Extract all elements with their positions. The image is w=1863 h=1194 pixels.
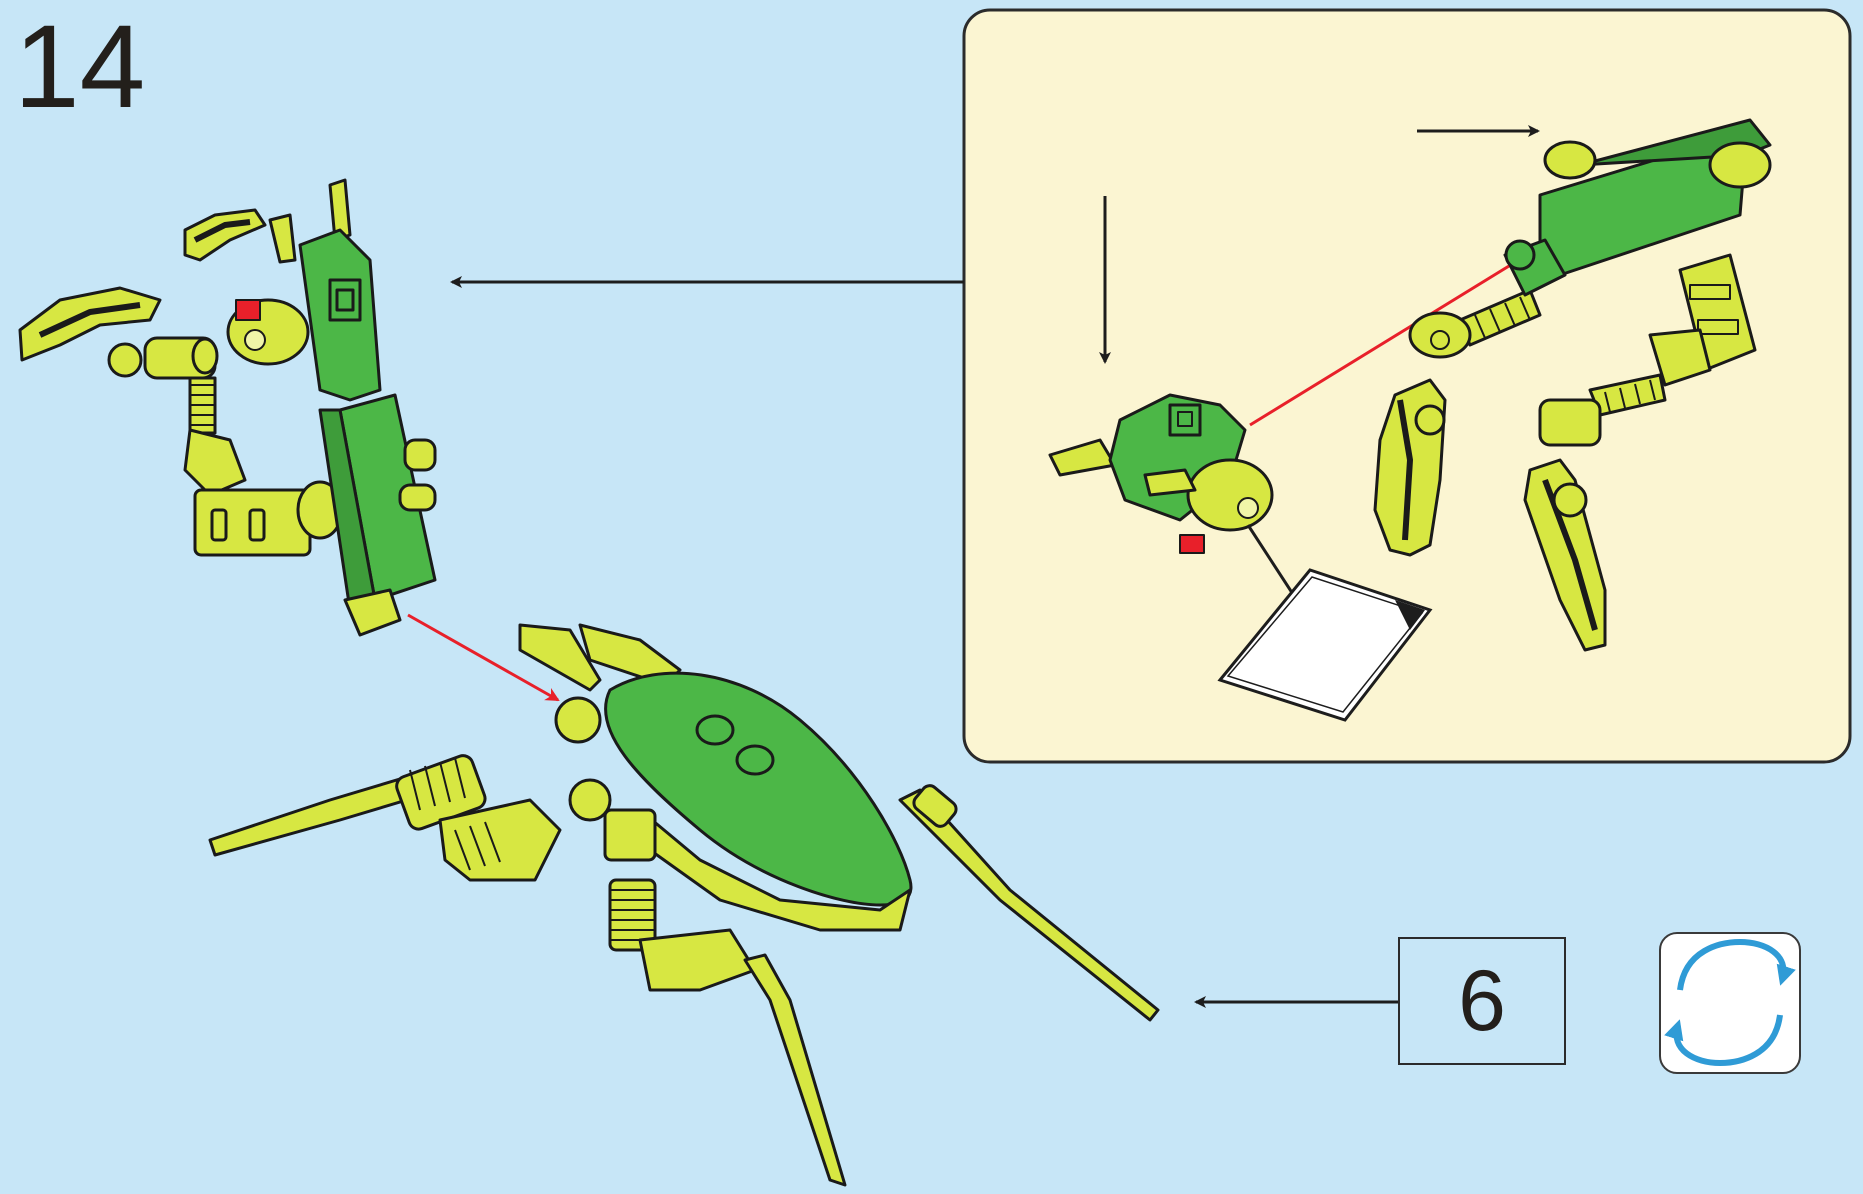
- inset-panel: [964, 10, 1850, 762]
- arm-assembly: [20, 180, 435, 635]
- rotate-model-icon: [1676, 942, 1783, 1063]
